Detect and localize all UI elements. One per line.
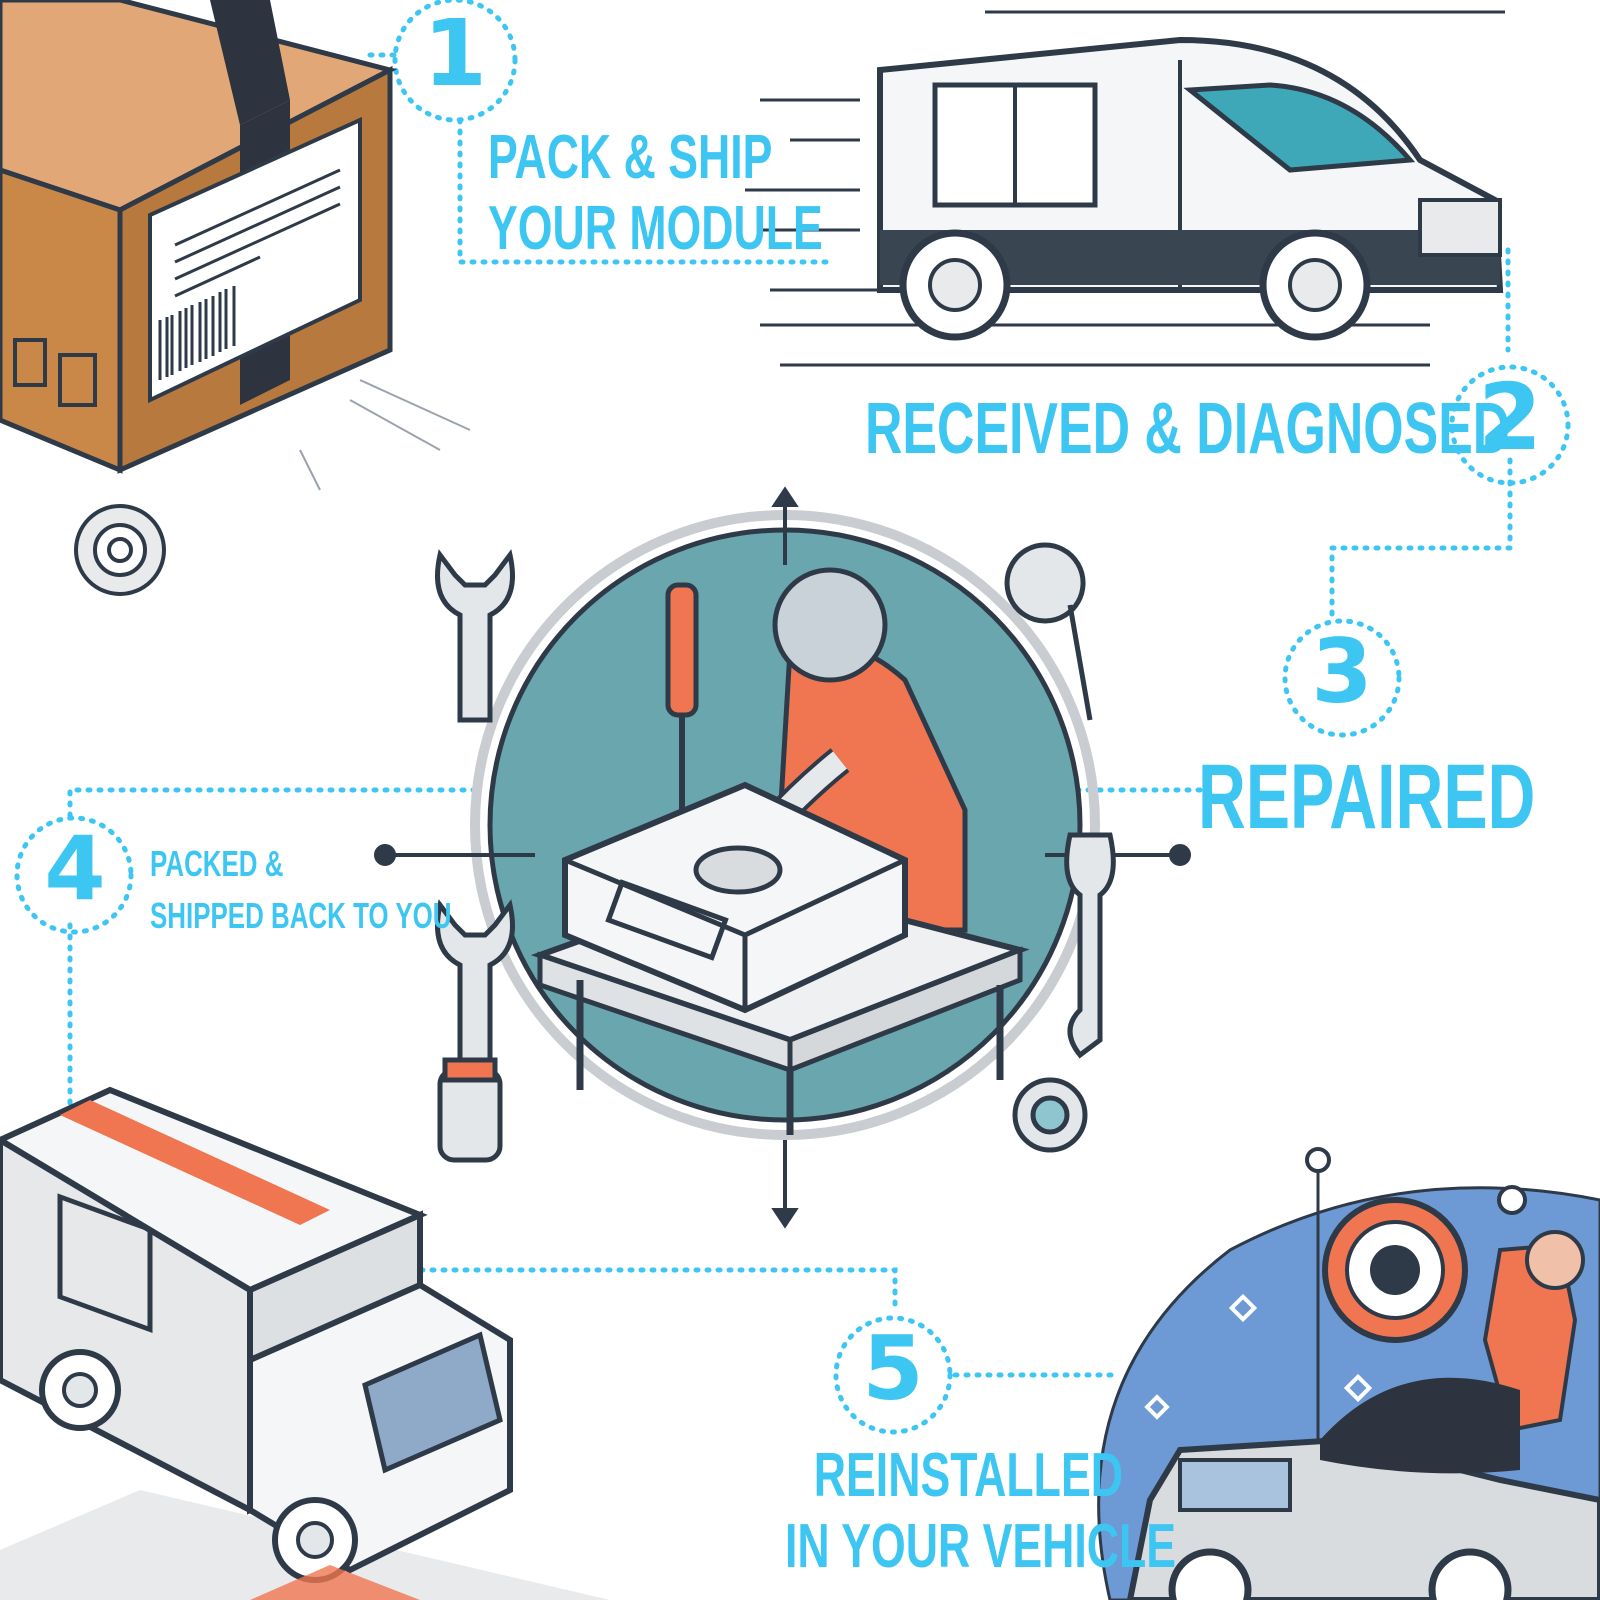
delivery-van-icon (745, 10, 1505, 367)
screwdriver-icon (437, 1057, 1088, 1163)
technician-workbench-icon (374, 486, 1191, 1229)
wrench-icon (435, 832, 1116, 1073)
step-1-label-line-1: Pack & Ship (488, 123, 773, 192)
step-1-label: Pack & Ship Your Module (488, 122, 823, 265)
step-5-label: Reinstalled in your vehicle (785, 1440, 1176, 1583)
step-5-number: 5 (862, 1317, 924, 1420)
step-4-label: Packed & Shipped back to you (150, 838, 452, 942)
step-4-label-line-2: Shipped back to you (150, 895, 452, 937)
step-2-label: Received & Diagnosed (865, 388, 1510, 471)
step-2-number: 2 (1477, 364, 1542, 471)
car-mechanic-icon (1097, 1147, 1600, 1600)
step-5-label-line-1: Reinstalled (813, 1441, 1123, 1510)
wrench-icon (435, 542, 1093, 723)
box-truck-icon (0, 1086, 610, 1600)
step-1-number: 1 (422, 0, 487, 107)
step-3-number: 3 (1311, 620, 1373, 723)
step-5-label-line-2: in your vehicle (785, 1512, 1177, 1582)
step-1-label-line-2: Your Module (488, 194, 823, 264)
step-3-label: Repaired (1198, 745, 1535, 851)
step-4-label-line-1: Packed & (150, 843, 284, 884)
step-3-label-line-1: Repaired (1198, 746, 1536, 848)
cardboard-box-icon (0, 0, 471, 596)
step-4-number: 4 (44, 817, 106, 920)
step-2-label-line-1: Received & Diagnosed (865, 389, 1511, 469)
